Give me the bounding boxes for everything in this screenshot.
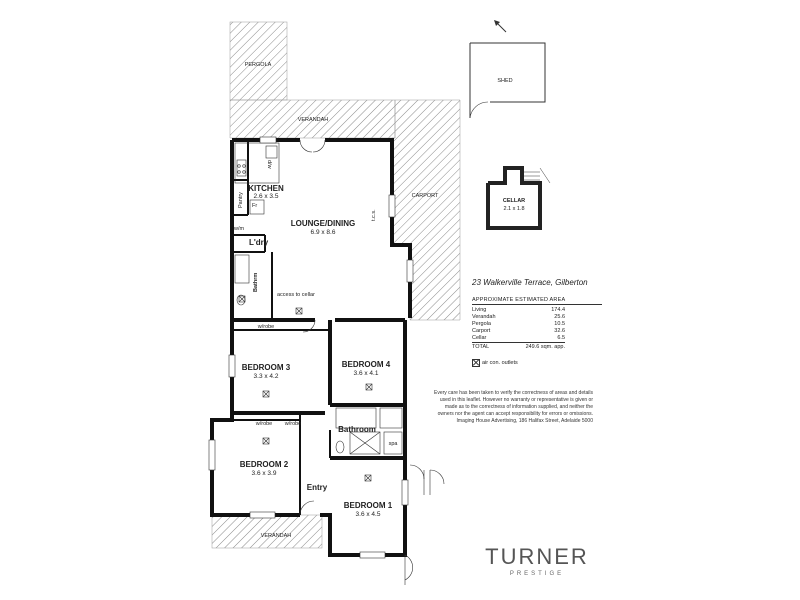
area-row-value: 25.6 (554, 314, 566, 320)
bath-fittings (234, 254, 403, 455)
bathrm-label: Bathrm (253, 273, 259, 292)
access-cellar-label: access to cellar (277, 292, 315, 298)
pergola-label: PERGOLA (245, 62, 272, 68)
disclaimer: Every care has been taken to verify the … (434, 390, 593, 424)
bedroom4-dims: 3.6 x 4.1 (354, 370, 379, 377)
air-con-icon (262, 437, 270, 445)
bedroom2-label: BEDROOM 2 (240, 460, 289, 469)
area-row-label: Verandah (472, 314, 496, 320)
air-con-outlets (238, 295, 373, 482)
kitchen-label: KITCHEN (248, 184, 284, 193)
kitchen-fittings (234, 142, 280, 215)
area-row-value: 174.4 (551, 307, 566, 313)
area-row-label: Living (472, 307, 487, 313)
shed (469, 42, 546, 119)
verandah-bottom-label: VERANDAH (261, 533, 292, 539)
bedroom1-dims: 3.6 x 4.5 (356, 511, 381, 518)
carport-label: CARPORT (412, 193, 439, 199)
brand-name: TURNER (485, 544, 589, 569)
air-con-icon (295, 307, 303, 315)
area-row: Carport 32.6 (472, 328, 565, 335)
cellar (486, 166, 551, 230)
air-con-icon (472, 359, 480, 367)
pergola-area (229, 21, 288, 101)
wm-label: w/m (233, 226, 245, 232)
wrobe-left-label: w/robe (255, 421, 273, 427)
wrobe-top-label: w/robe (257, 324, 275, 330)
info-panel: 23 Walkerville Terrace, Gilberton APPROX… (472, 278, 602, 367)
area-row: Verandah 25.6 (472, 314, 565, 321)
area-heading: APPROXIMATE ESTIMATED AREA (472, 297, 602, 305)
north-arrow-icon (494, 20, 507, 33)
area-row-label: Carport (472, 328, 491, 334)
bedroom3-label: BEDROOM 3 (242, 363, 291, 372)
legend-label: air con. outlets (482, 360, 518, 366)
doors (299, 139, 445, 585)
area-row: Pergola 10.5 (472, 321, 565, 328)
area-total-value: 249.6 sqm. app. (495, 342, 566, 351)
brand-sub: PRESTIGE (509, 571, 565, 577)
pantry-label: Pantry (238, 192, 244, 208)
address: 23 Walkerville Terrace, Gilberton (472, 278, 588, 287)
bedroom3-dims: 3.3 x 4.2 (254, 373, 279, 380)
air-con-icon (238, 295, 246, 303)
area-row-label: Pergola (472, 321, 491, 327)
area-row-value: 6.5 (557, 335, 566, 341)
fridge-label: Fr (252, 203, 257, 209)
cellar-label: CELLAR (503, 198, 525, 204)
air-con-icon (262, 390, 270, 398)
room-labels: PERGOLA VERANDAH SHED CARPORT CELLAR 2.1… (233, 62, 525, 539)
area-row-value: 32.6 (554, 328, 566, 334)
legend: air con. outlets (472, 359, 602, 367)
shed-label: SHED (497, 78, 512, 84)
area-row: Cellar 6.5 (472, 335, 565, 343)
kitchen-dims: 2.6 x 3.5 (254, 193, 279, 200)
lounge-dims: 6.9 x 8.6 (311, 229, 336, 236)
carport-area (391, 99, 461, 321)
bedroom1-label: BEDROOM 1 (344, 501, 393, 510)
bathroom-label: Bathroom (338, 425, 376, 434)
area-row-value: 10.5 (554, 321, 566, 327)
verandah-top-label: VERANDAH (298, 117, 329, 123)
wrobe-right-label: w/robe (284, 421, 302, 427)
lounge-label: LOUNGE/DINING (291, 219, 355, 228)
windows (208, 136, 414, 559)
air-con-icon (364, 474, 372, 482)
entry-label: Entry (307, 483, 328, 492)
laundry-label: L'dry (249, 238, 269, 247)
verandah-bottom-area (211, 514, 323, 549)
area-total-row: TOTAL 249.6 sqm. app. (472, 342, 566, 351)
brand-logo: TURNER PRESTIGE (472, 544, 602, 577)
dw-label: d/w (266, 160, 272, 169)
cellar-dims: 2.1 x 1.8 (503, 206, 524, 212)
spa-label: spa (389, 441, 399, 447)
tcs-label: t.c.s. (371, 209, 377, 221)
area-total-label: TOTAL (472, 342, 496, 351)
bedroom2-dims: 3.6 x 3.9 (252, 470, 277, 477)
area-row-label: Cellar (472, 335, 487, 341)
air-con-icon (365, 383, 373, 391)
interior-walls (232, 140, 331, 515)
bedroom4-label: BEDROOM 4 (342, 360, 391, 369)
area-row: Living 174.4 (472, 307, 565, 314)
